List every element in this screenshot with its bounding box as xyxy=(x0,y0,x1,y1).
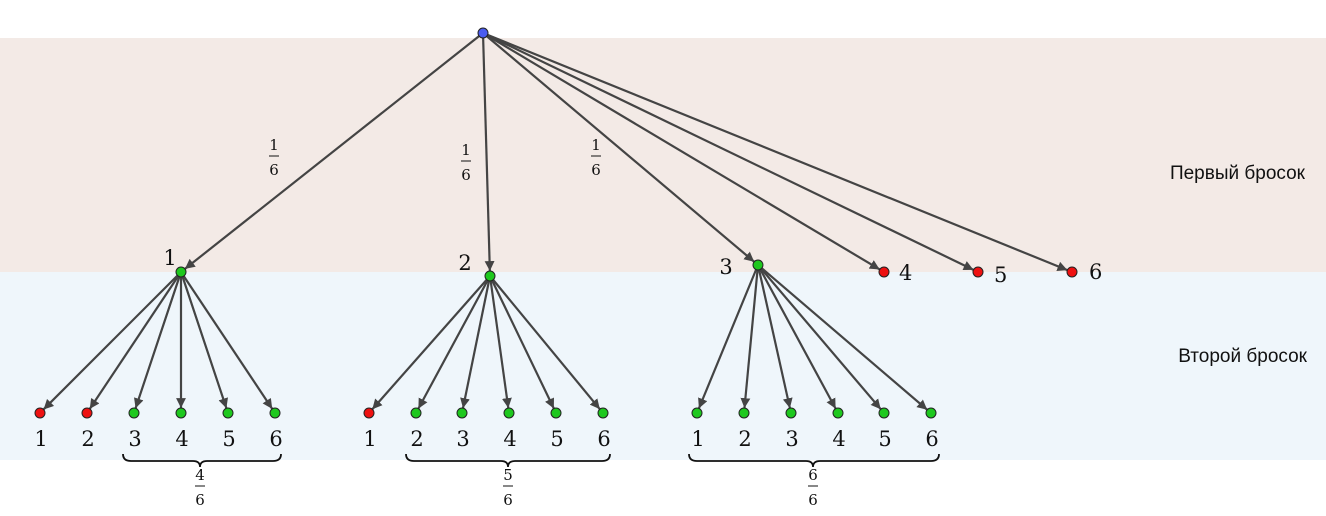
second-throw-outcome-label: 3 xyxy=(128,427,141,451)
tree-edge xyxy=(488,275,512,409)
first-throw-outcome-label: 5 xyxy=(994,263,1007,287)
success-node xyxy=(175,266,187,278)
second-throw-label: Второй бросок xyxy=(1178,346,1307,367)
root-node xyxy=(477,27,489,39)
tree-edge xyxy=(184,32,484,270)
group-probability-denominator: 6 xyxy=(503,491,513,509)
success-node xyxy=(550,407,562,419)
first-throw-label: Первый бросок xyxy=(1169,163,1305,184)
success-node xyxy=(456,407,468,419)
success-node xyxy=(691,407,703,419)
edge-probability-numerator: 1 xyxy=(591,136,601,154)
second-throw-outcome-label: 5 xyxy=(878,427,891,451)
second-throw-outcome-label: 3 xyxy=(785,427,798,451)
success-node xyxy=(738,407,750,419)
success-node xyxy=(269,407,281,419)
success-node xyxy=(752,259,764,271)
success-node xyxy=(222,407,234,419)
success-group-brace xyxy=(688,453,940,468)
tree-edge xyxy=(482,31,1068,272)
tree-edge xyxy=(134,271,183,409)
tree-edge xyxy=(417,275,491,410)
success-group-brace xyxy=(405,453,611,468)
second-throw-outcome-label: 3 xyxy=(456,427,469,451)
tree-edge xyxy=(740,264,760,409)
success-node xyxy=(128,407,140,419)
edge-probability-denominator: 6 xyxy=(461,166,471,184)
second-throw-outcome-label: 6 xyxy=(925,427,938,451)
fail-node xyxy=(34,407,46,419)
tree-edge xyxy=(481,32,495,272)
edge-probability-denominator: 6 xyxy=(591,161,601,179)
fail-node xyxy=(878,266,890,278)
success-node xyxy=(410,407,422,419)
first-throw-outcome-label: 4 xyxy=(899,261,912,285)
edge-probability-denominator: 6 xyxy=(269,161,279,179)
tree-edge xyxy=(482,32,974,271)
tree-edge xyxy=(42,271,182,411)
tree-edge xyxy=(756,264,793,409)
success-group-brace xyxy=(122,453,282,468)
group-probability-numerator: 6 xyxy=(808,466,818,484)
group-probability-numerator: 5 xyxy=(503,466,513,484)
tree-edge xyxy=(482,32,881,271)
group-probability-denominator: 6 xyxy=(195,491,205,509)
tree-edge xyxy=(482,32,755,263)
tree-edge xyxy=(88,271,182,410)
success-node xyxy=(925,407,937,419)
success-node xyxy=(503,407,515,419)
success-node xyxy=(484,270,496,282)
fail-node xyxy=(972,266,984,278)
tree-edge xyxy=(489,275,601,410)
tree-edge xyxy=(489,275,555,409)
tree-edge xyxy=(697,264,760,409)
second-throw-outcome-label: 2 xyxy=(738,427,751,451)
group-probability-numerator: 4 xyxy=(195,466,205,484)
first-throw-outcome-label: 2 xyxy=(458,251,471,275)
success-node xyxy=(785,407,797,419)
edge-probability-numerator: 1 xyxy=(269,136,279,154)
success-node xyxy=(878,407,890,419)
first-throw-outcome-label: 3 xyxy=(719,255,732,279)
success-node xyxy=(175,407,187,419)
second-throw-outcome-label: 4 xyxy=(832,427,845,451)
first-throw-band xyxy=(0,38,1326,272)
tree-edge xyxy=(757,264,928,411)
fail-node xyxy=(81,407,93,419)
fail-node xyxy=(1066,266,1078,278)
tree-edge xyxy=(757,264,837,410)
success-node xyxy=(597,407,609,419)
tree-edge xyxy=(180,271,274,410)
success-node xyxy=(832,407,844,419)
second-throw-outcome-label: 6 xyxy=(269,427,282,451)
second-throw-band xyxy=(0,272,1326,460)
second-throw-outcome-label: 2 xyxy=(410,427,423,451)
first-throw-outcome-label: 1 xyxy=(163,246,176,270)
first-throw-outcome-label: 6 xyxy=(1089,260,1102,284)
second-throw-outcome-label: 4 xyxy=(175,427,188,451)
second-throw-outcome-label: 4 xyxy=(503,427,516,451)
edge-probability-numerator: 1 xyxy=(461,141,471,159)
second-throw-outcome-label: 6 xyxy=(597,427,610,451)
second-throw-outcome-label: 2 xyxy=(81,427,94,451)
tree-edge xyxy=(371,275,491,410)
tree-edge xyxy=(179,271,228,409)
fail-node xyxy=(363,407,375,419)
second-throw-outcome-label: 1 xyxy=(34,427,47,451)
tree-edge xyxy=(757,264,882,410)
tree-edge xyxy=(460,275,492,409)
group-probability-denominator: 6 xyxy=(808,491,818,509)
second-throw-outcome-label: 5 xyxy=(222,427,235,451)
second-throw-outcome-label: 1 xyxy=(691,427,704,451)
second-throw-outcome-label: 5 xyxy=(550,427,563,451)
second-throw-outcome-label: 1 xyxy=(363,427,376,451)
